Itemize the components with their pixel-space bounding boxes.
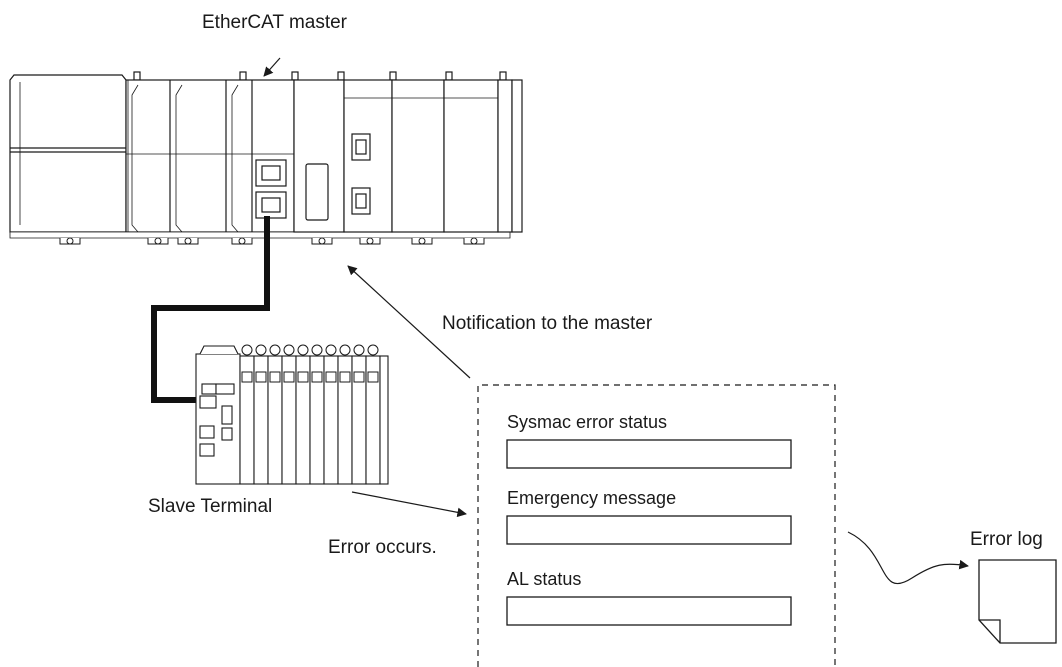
error-occurs-arrow — [351, 491, 467, 518]
emergency-message-label: Emergency message — [507, 488, 677, 508]
error-log-arrow — [847, 531, 969, 585]
sysmac-error-status-label: Sysmac error status — [507, 412, 668, 432]
error-occurs-label: Error occurs. — [328, 537, 437, 558]
ethercat-cable — [151, 216, 270, 403]
al-status-box — [506, 596, 792, 626]
error-log-document-icon — [978, 559, 1057, 644]
notification-label: Notification to the master — [442, 313, 653, 334]
ethercat-master-controller — [9, 71, 523, 245]
master-label-leader — [263, 57, 281, 77]
error-log-label: Error log — [970, 529, 1043, 550]
emergency-message-box — [506, 515, 792, 545]
slave-terminal-device — [195, 344, 389, 485]
sysmac-error-status-box — [506, 439, 792, 469]
slave-terminal-label: Slave Terminal — [148, 496, 273, 517]
al-status-label: AL status — [507, 569, 582, 589]
ethercat-master-label: EtherCAT master — [202, 12, 348, 33]
notification-arrow — [347, 265, 471, 379]
